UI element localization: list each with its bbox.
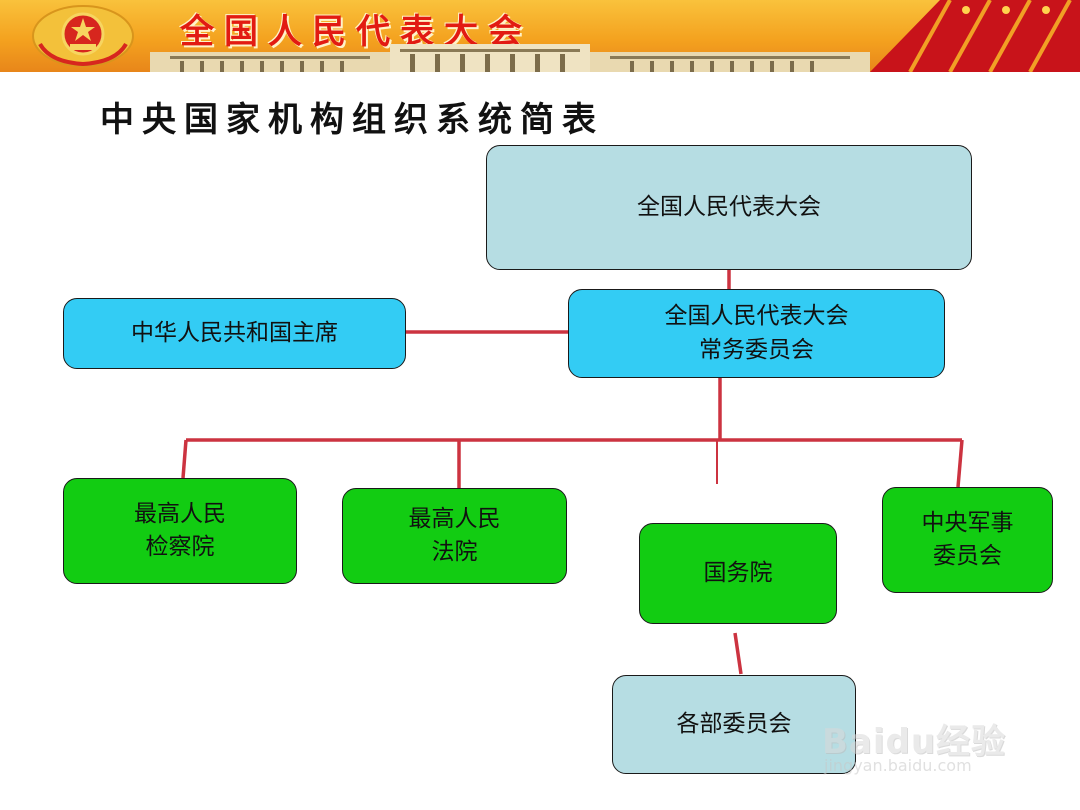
connector-bus-military <box>956 439 964 488</box>
node-court: 最高人民 法院 <box>342 488 567 584</box>
national-emblem-icon <box>32 5 134 67</box>
node-standing-committee: 全国人民代表大会 常务委员会 <box>568 289 945 378</box>
great-hall-image <box>150 44 870 72</box>
header-banner: 全国人民代表大会 <box>0 0 1080 72</box>
node-military-commission: 中央军事 委员会 <box>882 487 1053 593</box>
baidu-watermark: Baidu经验 jingyan.baidu.com <box>822 710 1022 780</box>
page-title: 中央国家机构组织系统简表 <box>100 100 604 140</box>
watermark-brand: Baidu经验 <box>822 722 1007 762</box>
node-npc: 全国人民代表大会 <box>486 145 972 270</box>
node-procuratorate: 最高人民 检察院 <box>63 478 297 584</box>
red-drapes-image <box>870 0 1080 72</box>
watermark-url: jingyan.baidu.com <box>824 756 972 775</box>
node-ministries: 各部委员会 <box>612 675 856 774</box>
node-state-council: 国务院 <box>639 523 837 624</box>
node-president: 中华人民共和国主席 <box>63 298 406 369</box>
connector-state-ministries <box>733 632 743 675</box>
connector-bus-procuratorate <box>181 439 188 479</box>
